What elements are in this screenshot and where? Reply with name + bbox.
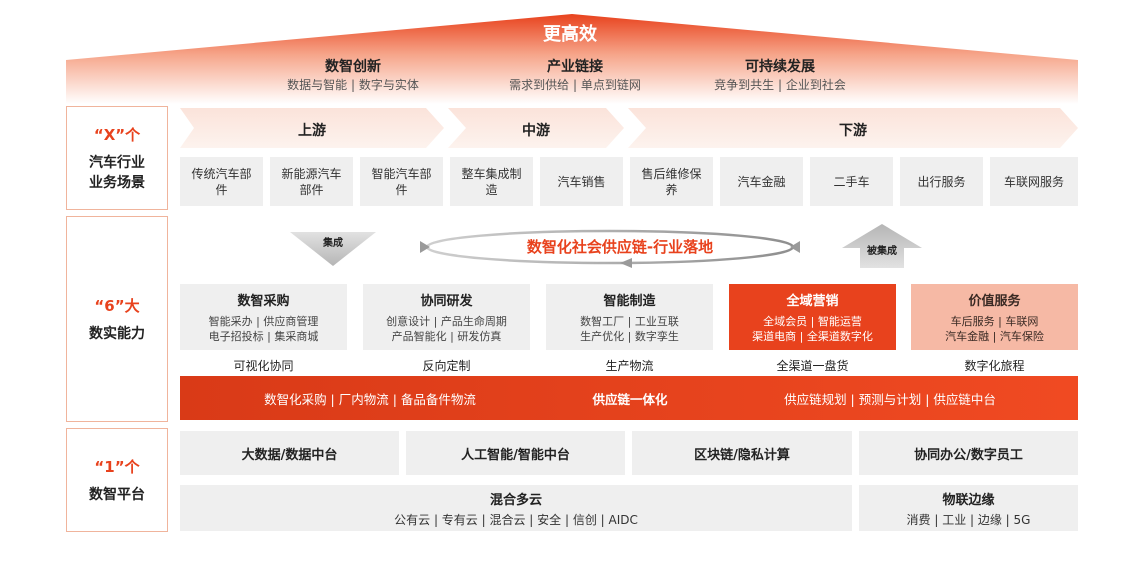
upstream-arrow — [180, 108, 444, 148]
midstream-arrow — [448, 108, 624, 148]
bar-center-text: 供应链一体化 — [592, 391, 668, 407]
capability-line: 全域会员 | 智能运营 — [763, 315, 862, 328]
capability-sub: 反向定制 — [422, 359, 471, 373]
platform-title: 物联边缘 — [942, 492, 995, 508]
platform-title: 混合多云 — [489, 492, 542, 508]
theme-title: 可持续发展 — [745, 59, 815, 75]
roof-banner — [66, 14, 1078, 104]
capability-line: 数智工厂 | 工业互联 — [580, 315, 679, 328]
capability-line: 汽车金融 | 汽车保险 — [945, 330, 1044, 343]
value-stream-arrows — [180, 108, 1078, 148]
theme-title: 产业链接 — [547, 59, 603, 75]
downstream-arrow — [628, 108, 1078, 148]
platform-desc: 消费 | 工业 | 边缘 | 5G — [906, 512, 1031, 527]
capability-title: 价值服务 — [968, 294, 1021, 309]
stream-downstream: 下游 — [839, 123, 867, 139]
theme-industry-link: 产业链接 需求到供给 | 单点到链网 — [455, 58, 695, 94]
stream-upstream: 上游 — [298, 123, 326, 139]
platform-desc: 公有云 | 专有云 | 混合云 | 安全 | 信创 | AIDC — [394, 512, 638, 527]
theme-innovation: 数智创新 数据与智能 | 数字与实体 — [233, 58, 473, 94]
capability-title: 数智采购 — [237, 294, 290, 309]
roof-title: 更高效 — [543, 24, 597, 45]
platform-blockchain: 区块链/隐私计算 — [632, 431, 852, 475]
supply-chain-bar — [180, 376, 1078, 420]
label-big: “X”个 — [93, 125, 141, 144]
integrated-label: 被集成 — [867, 246, 897, 257]
capability-marketing: 全域营销 全域会员 | 智能运营 渠道电商 | 全渠道数字化 — [729, 284, 896, 350]
theme-title: 数智创新 — [325, 59, 381, 75]
integrate-down-arrow — [290, 232, 376, 266]
capability-line: 产品智能化 | 研发仿真 — [391, 330, 502, 343]
capability-title: 智能制造 — [603, 294, 656, 309]
label-big: “6”大 — [94, 296, 140, 315]
scenario-cell: 汽车金融 — [720, 157, 803, 206]
capability-title: 全域营销 — [786, 294, 839, 309]
capability-procurement: 数智采购 智能采办 | 供应商管理 电子招投标 | 集采商城 — [180, 284, 347, 350]
capability-line: 智能采办 | 供应商管理 — [208, 315, 319, 328]
label-big: “1”个 — [94, 457, 140, 476]
label-line: 数智平台 — [89, 486, 145, 503]
bar-left-text: 数智化采购 | 厂内物流 | 备品备件物流 — [264, 391, 476, 407]
capability-line: 创意设计 | 产品生命周期 — [386, 315, 507, 328]
integrate-label: 集成 — [323, 238, 343, 249]
capability-sub: 数字化旅程 — [964, 359, 1025, 373]
platform-iot-edge: 物联边缘 消费 | 工业 | 边缘 | 5G — [859, 485, 1078, 531]
stream-midstream: 中游 — [522, 123, 550, 139]
capability-sub: 生产物流 — [605, 359, 654, 373]
theme-desc: 需求到供给 | 单点到链网 — [509, 78, 641, 92]
capability-line: 电子招投标 | 集采商城 — [208, 330, 319, 343]
capability-service: 价值服务 车后服务 | 车联网 汽车金融 | 汽车保险 — [911, 284, 1078, 350]
scenario-cell: 车联网服务 — [990, 157, 1078, 206]
capability-title: 协同研发 — [420, 294, 473, 309]
capability-sub: 可视化协同 — [233, 359, 294, 373]
label-one-platform: “1”个 数智平台 — [66, 428, 168, 532]
label-line: 数实能力 — [89, 325, 145, 342]
label-line: 汽车行业 — [89, 154, 145, 171]
capability-sub: 全渠道一盘货 — [776, 359, 849, 373]
platform-ai: 人工智能/智能中台 — [406, 431, 625, 475]
platform-collaboration: 协同办公/数字员工 — [859, 431, 1078, 475]
label-six-capabilities: “6”大 数实能力 — [66, 216, 168, 422]
loop-arrows — [420, 229, 800, 268]
scenario-cell: 传统汽车部件 — [180, 157, 263, 206]
integrated-up-arrow — [842, 224, 922, 268]
scenario-cell: 汽车销售 — [540, 157, 623, 206]
capability-manufacturing: 智能制造 数智工厂 | 工业互联 生产优化 | 数字孪生 — [546, 284, 713, 350]
theme-desc: 数据与智能 | 数字与实体 — [287, 78, 419, 92]
scenario-cell: 整车集成制造 — [450, 157, 533, 206]
bar-right-text: 供应链规划 | 预测与计划 | 供应链中台 — [784, 391, 996, 407]
capability-line: 车后服务 | 车联网 — [950, 315, 1039, 328]
platform-bigdata: 大数据/数据中台 — [180, 431, 399, 475]
scenario-cell: 出行服务 — [900, 157, 983, 206]
capability-rnd: 协同研发 创意设计 | 产品生命周期 产品智能化 | 研发仿真 — [363, 284, 530, 350]
scenario-cell: 二手车 — [810, 157, 893, 206]
theme-desc: 竞争到共生 | 企业到社会 — [714, 78, 846, 92]
capability-line: 生产优化 | 数字孪生 — [580, 330, 679, 343]
loop-title: 数智化社会供应链-行业落地 — [526, 238, 714, 256]
theme-sustainable: 可持续发展 竞争到共生 | 企业到社会 — [660, 58, 900, 94]
scenario-cell: 新能源汽车部件 — [270, 157, 353, 206]
capability-line: 渠道电商 | 全渠道数字化 — [752, 330, 873, 343]
scenario-cell: 售后维修保养 — [630, 157, 713, 206]
platform-hybrid-cloud: 混合多云 公有云 | 专有云 | 混合云 | 安全 | 信创 | AIDC — [180, 485, 852, 531]
scenario-cell: 智能汽车部件 — [360, 157, 443, 206]
label-line: 业务场景 — [89, 174, 145, 191]
label-x-scenarios: “X”个 汽车行业 业务场景 — [66, 106, 168, 210]
